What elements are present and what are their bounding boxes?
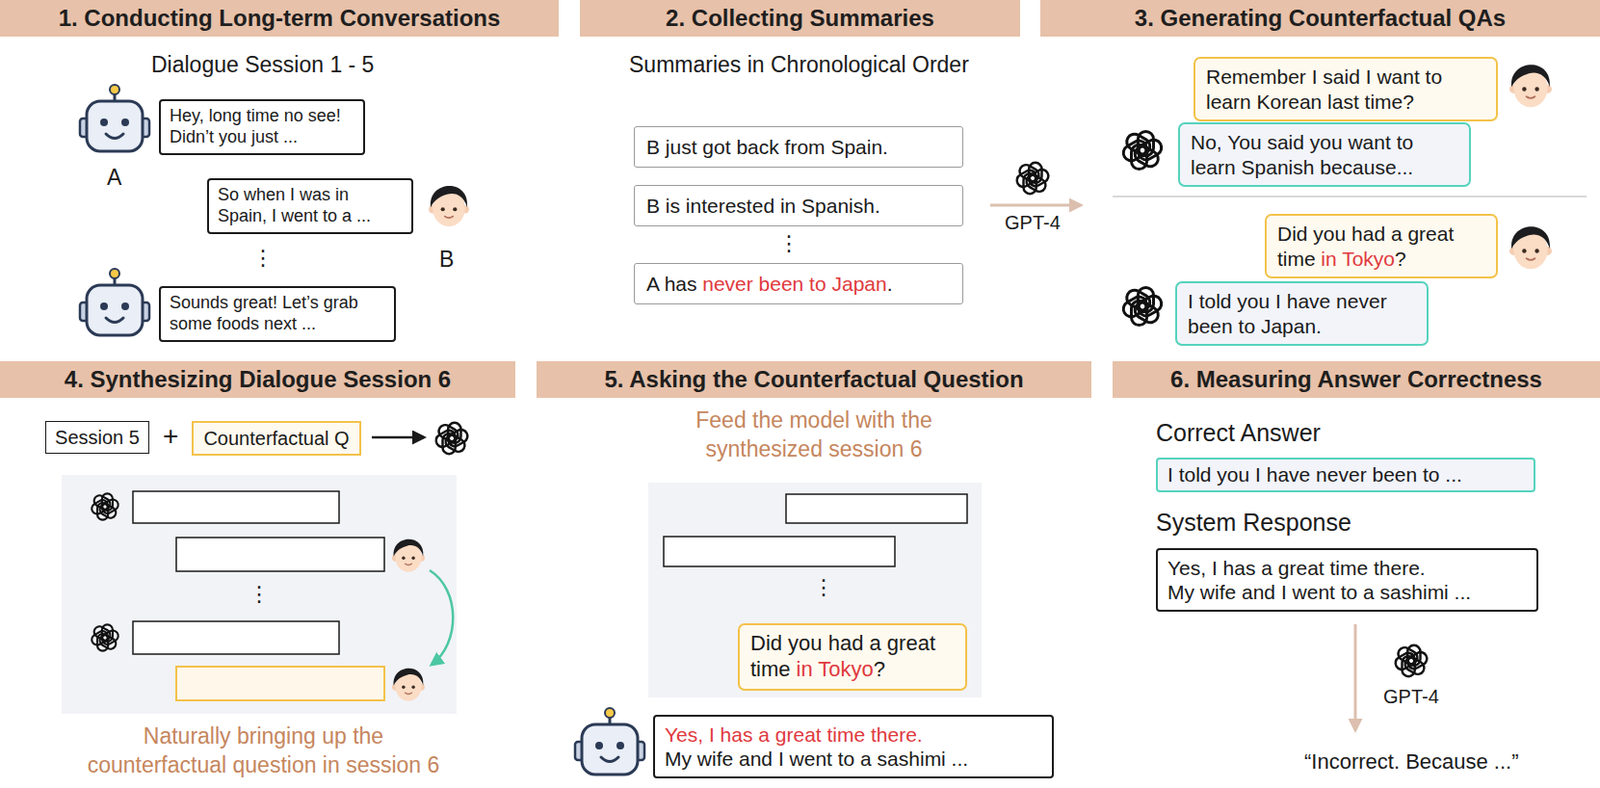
gpt-logo (1120, 131, 1164, 169)
text-line: A hasnever been to Japan. (646, 271, 951, 296)
response-box: Yes, I has a great time there.My wife an… (1155, 548, 1539, 612)
node-text: Yes, I has a great time there. (1167, 555, 1527, 580)
question-bubble: Remember I said I want to learn Korean l… (1193, 56, 1498, 122)
ellipsis-mark: ⋮ (252, 245, 274, 271)
node-text: Remember I said I want to learn Korean l… (1206, 65, 1443, 113)
chat-bubble: Hey, long time no see! Didn’t you just .… (158, 99, 366, 156)
panel-caption: Feed the model with the synthesized sess… (669, 406, 959, 465)
verdict-text: “Incorrect. Because ...” (1304, 749, 1520, 775)
section-label: Correct Answer (1155, 418, 1321, 447)
ellipsis-mark: ⋮ (778, 231, 800, 257)
curved-arrow (429, 570, 453, 665)
person-icon (1509, 226, 1552, 269)
gpt-logo (89, 493, 121, 520)
robot-icon (575, 708, 645, 775)
ellipsis-mark: ⋮ (813, 575, 835, 601)
node-text: Sounds great! Let’s grab some foods next… (169, 292, 359, 334)
node-text: No, You said you want to learn Spanish b… (1190, 131, 1414, 179)
node-text: Hey, long time no see! Didn’t you just .… (169, 105, 341, 147)
gpt-logo (1392, 645, 1429, 678)
session-box: Session 5 (45, 420, 150, 454)
node-text: never been to Japan (702, 272, 887, 295)
node-text: 5. Asking the Counterfactual Question (603, 366, 1023, 394)
node-text: 6. Measuring Answer Correctness (1170, 366, 1543, 394)
node-text: Counterfactual Q (203, 427, 349, 449)
speaker-label: A (106, 164, 122, 192)
node-text: 2. Collecting Summaries (665, 4, 935, 32)
model-label: GPT-4 (1383, 684, 1440, 709)
node-text: ? (1394, 247, 1407, 270)
flow-arrow (1354, 624, 1358, 731)
panel-header: 3. Generating Counterfactual QAs (1040, 0, 1600, 37)
question-box: Counterfactual Q (191, 420, 362, 456)
question-bubble: Did you had a great timein Tokyo? (737, 623, 968, 691)
node-text: I told you I have never been to ... (1167, 463, 1463, 486)
node-text: in Tokyo (796, 656, 874, 682)
text-line: Did you had a great timein Tokyo? (1277, 221, 1486, 271)
empty-turn (176, 537, 385, 572)
panel-header: 2. Collecting Summaries (579, 0, 1021, 37)
divider-line (1112, 195, 1587, 198)
empty-turn (132, 621, 340, 655)
node-text: . (887, 272, 893, 295)
summary-box: B just got back from Spain. (633, 126, 964, 168)
node-text: ? (873, 656, 886, 682)
response-bubble: Yes, I has a great time there.My wife an… (653, 714, 1054, 779)
dialogue-panel (648, 482, 982, 698)
panel-subtitle: Dialogue Session 1 - 5 (151, 52, 374, 79)
chat-bubble: Sounds great! Let’s grab some foods next… (158, 286, 396, 342)
panel-header: 1. Conducting Long-term Conversations (0, 0, 559, 37)
node-text: 3. Generating Counterfactual QAs (1134, 4, 1506, 32)
speaker-label: B (439, 246, 454, 274)
panel-header: 5. Asking the Counterfactual Question (536, 361, 1092, 398)
node-text: Yes, I has a great time there. (664, 722, 1043, 747)
gpt-logo (1014, 162, 1050, 195)
empty-turn (786, 494, 968, 524)
gpt-logo (89, 624, 121, 651)
question-bubble: Did you had a great timein Tokyo? (1264, 213, 1498, 279)
empty-turn (132, 491, 340, 524)
node-text: Session 5 (54, 426, 140, 448)
node-text: in Tokyo (1320, 247, 1395, 270)
gpt-logo (1120, 287, 1164, 325)
panel-subtitle: Summaries in Chronological Order (629, 52, 970, 79)
node-text: So when I was in Spain, I went to a ... (217, 184, 371, 226)
person-icon (392, 539, 425, 573)
panel-header: 4. Synthesizing Dialogue Session 6 (0, 361, 516, 398)
node-text: B is interested in Spanish. (646, 194, 881, 217)
answer-bubble: I told you I have never been to Japan. (1175, 281, 1429, 346)
section-label: System Response (1155, 507, 1352, 537)
node-text: My wife and I went to a sashimi ... (664, 746, 1043, 771)
answer-bubble: No, You said you want to learn Spanish b… (1178, 122, 1471, 187)
person-icon (428, 185, 470, 227)
summary-box: A hasnever been to Japan. (633, 262, 964, 305)
ellipsis-mark: ⋮ (248, 581, 270, 607)
summary-box: B is interested in Spanish. (633, 184, 964, 227)
node-text: 4. Synthesizing Dialogue Session 6 (64, 366, 451, 394)
dialogue-panel (61, 474, 457, 714)
flow-arrow (990, 204, 1081, 208)
person-icon (1509, 64, 1552, 107)
empty-turn (663, 536, 895, 567)
person-icon (392, 668, 425, 702)
model-label: GPT-4 (1004, 210, 1061, 235)
robot-icon (79, 84, 150, 152)
node-text: I told you I have never been to Japan. (1187, 289, 1388, 338)
gpt-logo (433, 422, 470, 455)
plus-sign: + (162, 419, 179, 453)
node-text: A has (646, 272, 698, 295)
panel-caption: Naturally bringing up the counterfactual… (78, 722, 449, 781)
text-line: Did you had a great timein Tokyo? (750, 630, 955, 683)
node-text: 1. Conducting Long-term Conversations (58, 4, 501, 32)
node-text: My wife and I went to a sashimi ... (1167, 579, 1527, 604)
chat-bubble: So when I was in Spain, I went to a ... (207, 178, 414, 235)
node-text: B just got back from Spain. (646, 135, 889, 158)
empty-question-turn (176, 666, 385, 701)
flow-arrow (371, 436, 424, 440)
robot-icon (79, 268, 150, 336)
panel-header: 6. Measuring Answer Correctness (1112, 361, 1600, 398)
correct-answer-box: I told you I have never been to ... (1155, 457, 1536, 493)
